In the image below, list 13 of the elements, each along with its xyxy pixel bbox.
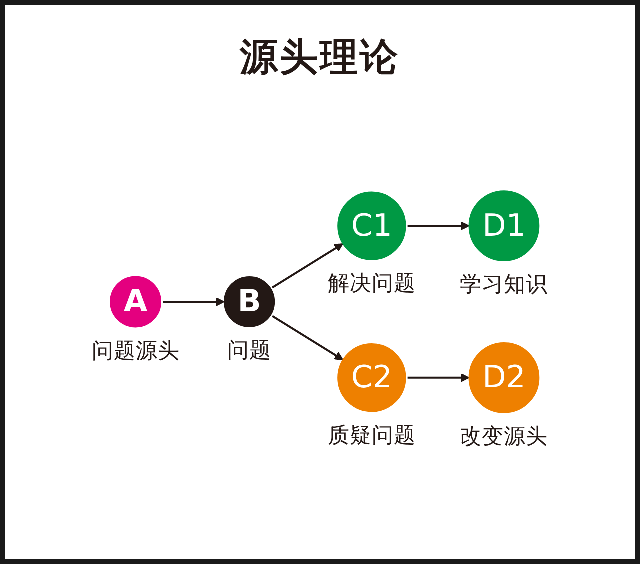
node-caption: 解决问题: [328, 272, 416, 297]
title: 源头理论: [240, 35, 400, 79]
circle-node: C2: [338, 344, 406, 412]
node-caption: 学习知识: [460, 272, 548, 298]
circle-node: D2: [468, 342, 540, 414]
node-caption: 问题: [228, 338, 272, 364]
circle-node: C1: [338, 192, 406, 260]
node-caption: 问题源头: [92, 338, 180, 364]
node-caption: 质疑问题: [328, 423, 416, 448]
circle-node: A: [110, 276, 162, 328]
node-caption: 改变源头: [460, 424, 548, 450]
circle-node: D1: [468, 190, 540, 262]
circle-node: B: [224, 276, 276, 328]
